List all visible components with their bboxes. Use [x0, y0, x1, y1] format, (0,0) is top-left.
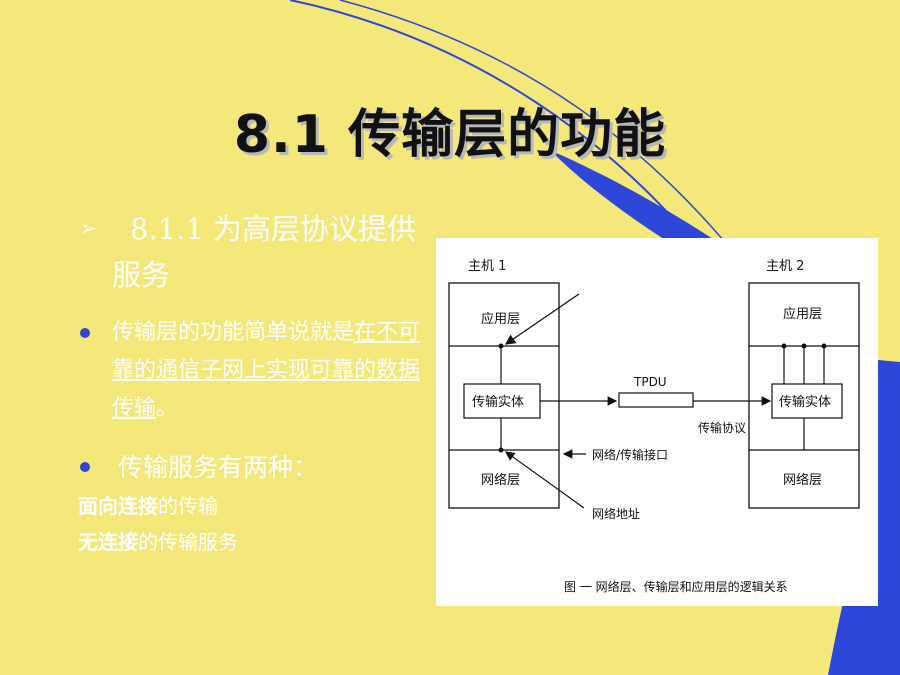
host2-transport-box	[771, 383, 843, 419]
bullet-dot-icon	[80, 328, 90, 338]
layer-relationship-diagram: 主机 1 应用层 传输实体 网络层 主机 2 应用层 传输实体 网络层 TPDU	[436, 238, 878, 606]
tpdu-box	[618, 392, 694, 408]
transport-protocol-label: 传输协议	[698, 420, 746, 435]
service-b-bold: 无连接	[78, 530, 138, 554]
service-a-bold: 面向连接	[78, 494, 158, 518]
para1-underlined: 在不可靠的通信子网上实现可靠的数据传输	[112, 320, 421, 421]
host2-label: 主机 2	[766, 259, 804, 274]
bullet-dot-icon	[80, 462, 90, 472]
host2-box	[748, 282, 860, 509]
net-transport-interface-label: 网络/传输接口	[592, 447, 668, 462]
host1-box	[448, 282, 560, 509]
host1-network-layer: 网络层	[481, 472, 520, 488]
host2-transport-entity: 传输实体	[779, 394, 831, 410]
service-connectionless: 无连接的传输服务	[78, 526, 238, 555]
host1-label: 主机 1	[468, 259, 506, 274]
host2-app-layer: 应用层	[783, 306, 822, 322]
transport-function-text: 传输层的功能简单说就是在不可靠的通信子网上实现可靠的数据传输。	[112, 314, 422, 428]
service-connection-oriented: 面向连接的传输	[78, 490, 218, 519]
host2-network-layer: 网络层	[783, 472, 822, 488]
slide-title: 8.1 传输层的功能	[233, 105, 667, 165]
tpdu-label: TPDU	[633, 375, 667, 389]
network-address-label: 网络地址	[592, 506, 640, 521]
diagram-caption: 图 一 网络层、传输层和应用层的逻辑关系	[564, 579, 788, 594]
service-types-text: 传输服务有两种：	[118, 453, 319, 482]
service-b-rest: 的传输服务	[138, 530, 238, 554]
host1-app-layer: 应用层	[481, 311, 520, 327]
para1-prefix: 传输层的功能简单说就是	[112, 320, 355, 345]
section-heading: 8.1.1 为高层协议提供服务	[112, 212, 417, 292]
host1-transport-entity: 传输实体	[472, 394, 524, 410]
para1-suffix: 。	[156, 396, 179, 421]
service-a-rest: 的传输	[158, 494, 218, 518]
arrow-bullet-icon: ➢	[80, 216, 97, 240]
